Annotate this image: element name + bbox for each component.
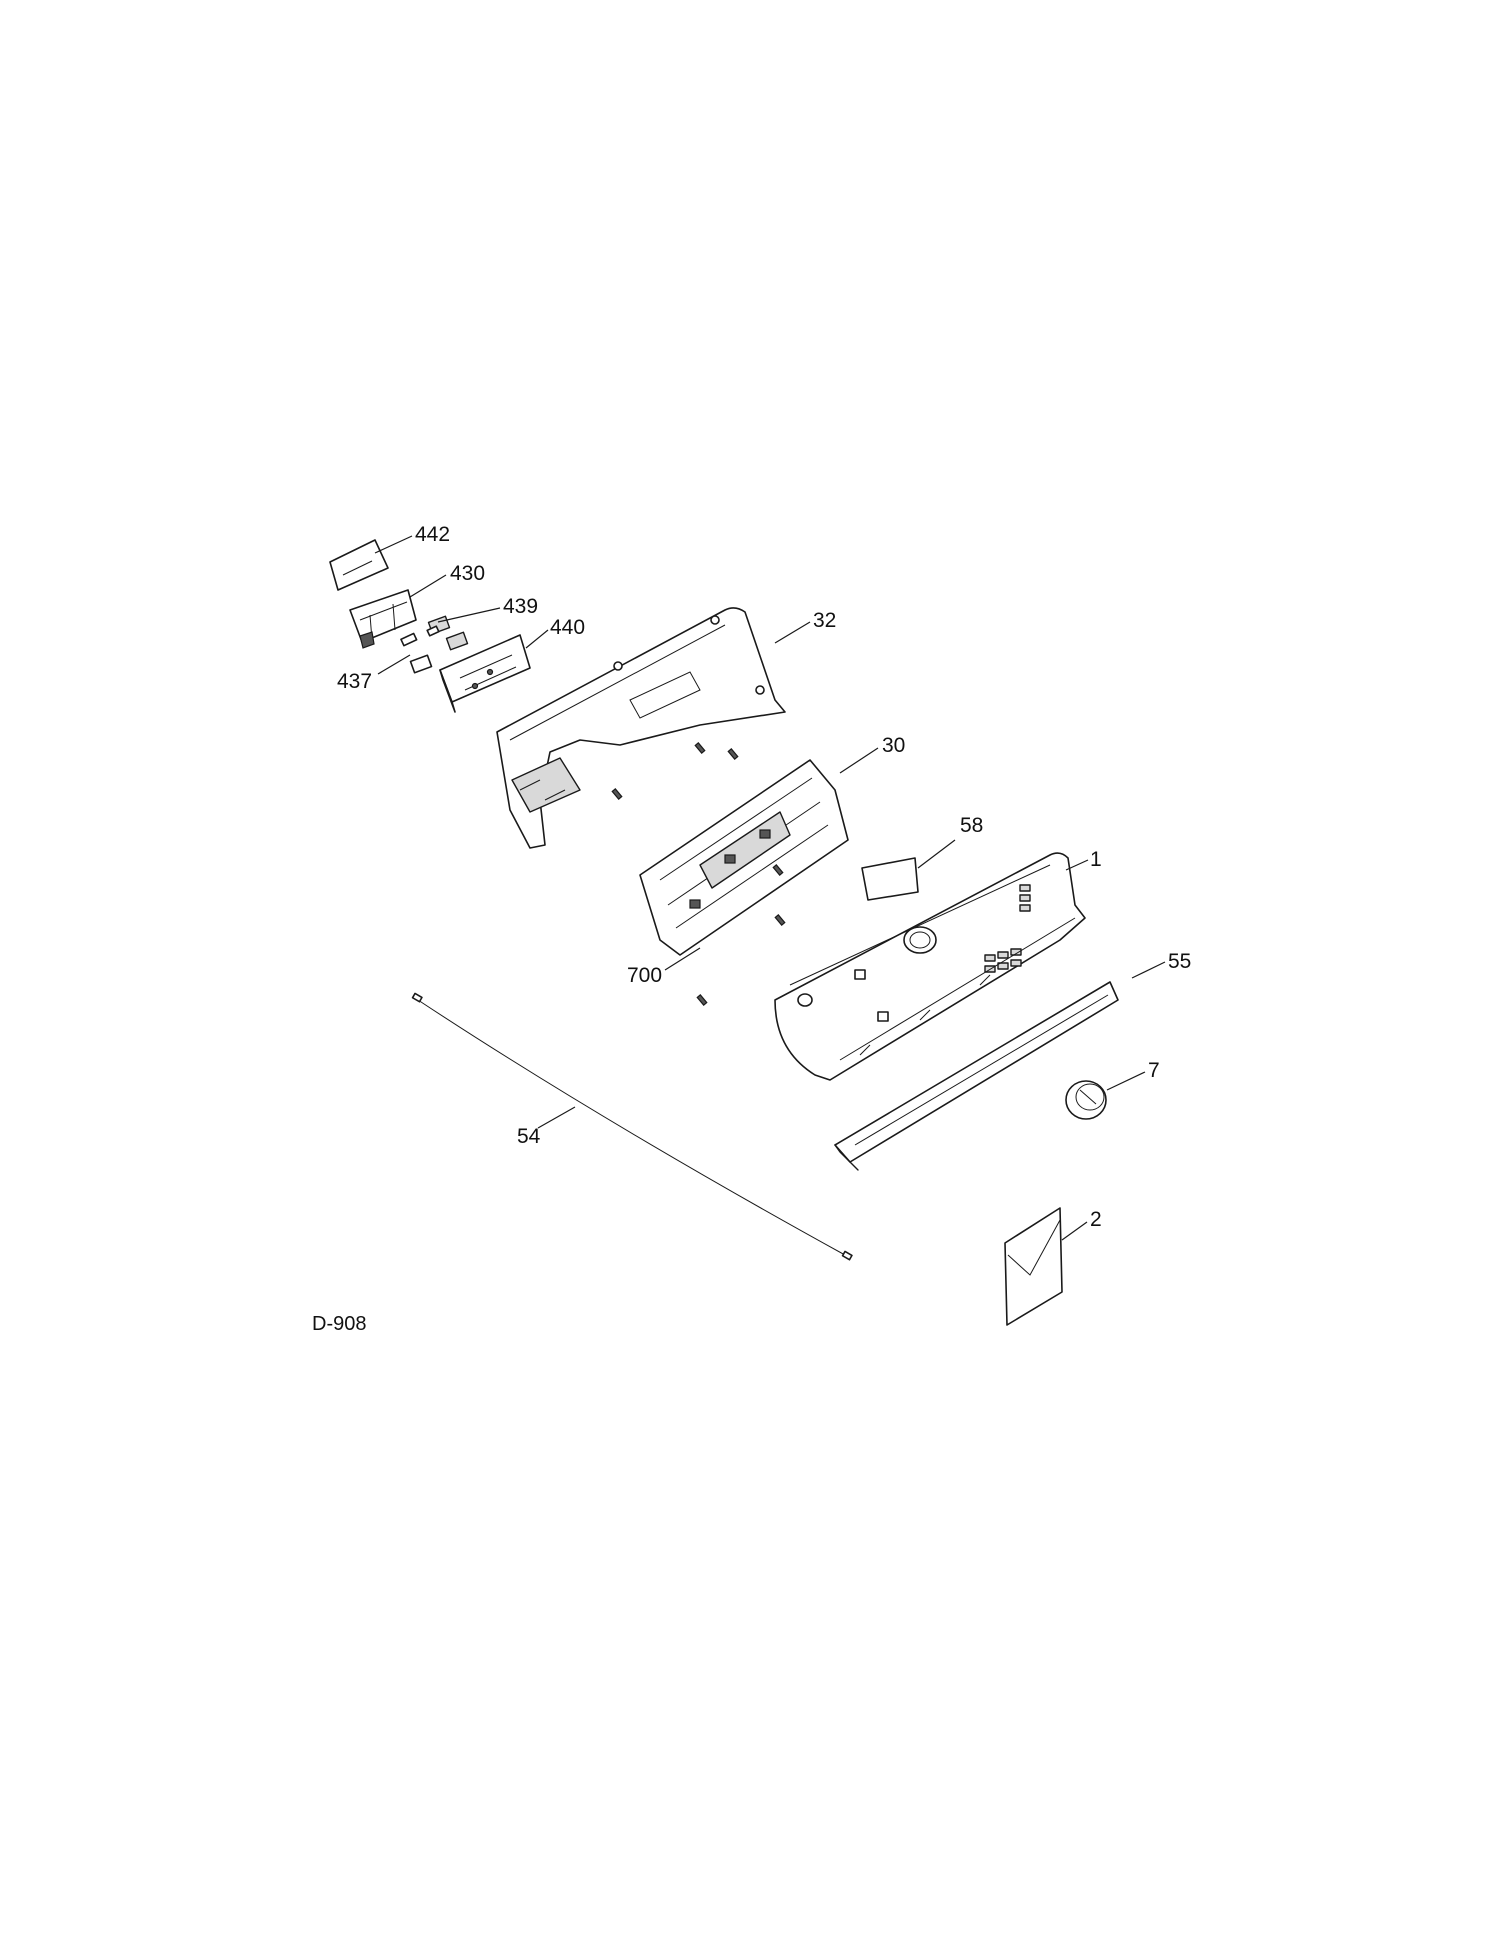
leader-lines	[374, 535, 1166, 1241]
screws-700	[611, 742, 786, 1006]
part-58-pad	[861, 857, 919, 901]
callout-437: 437	[337, 670, 372, 693]
part-54-wire	[411, 992, 853, 1261]
callout-58: 58	[960, 814, 983, 837]
callout-439: 439	[503, 595, 538, 618]
callout-55: 55	[1168, 950, 1191, 973]
part-2-manual	[1004, 1207, 1063, 1326]
part-437-pin	[400, 632, 418, 647]
part-7-knob	[1065, 1080, 1107, 1120]
callout-700: 700	[627, 964, 662, 987]
part-30-control-board	[639, 759, 849, 956]
part-55-trim-bar	[834, 981, 1119, 1171]
callout-30: 30	[882, 734, 905, 757]
part-442-cover	[329, 539, 389, 591]
part-1-control-panel	[774, 852, 1086, 1081]
callout-32: 32	[813, 609, 836, 632]
callout-440: 440	[550, 616, 585, 639]
part-430-bracket	[349, 589, 417, 649]
part-32-console-frame	[496, 607, 786, 849]
callout-2: 2	[1090, 1208, 1102, 1231]
diagram-code: D-908	[312, 1313, 366, 1335]
callout-labels: 442 430 439 440 437 32 30 58 1 700 55 7 …	[337, 523, 1191, 1231]
callout-442: 442	[415, 523, 450, 546]
callout-54: 54	[517, 1125, 541, 1148]
callout-430: 430	[450, 562, 485, 585]
callout-7: 7	[1148, 1059, 1160, 1082]
callout-1: 1	[1090, 848, 1102, 871]
part-440-housing	[439, 634, 531, 713]
